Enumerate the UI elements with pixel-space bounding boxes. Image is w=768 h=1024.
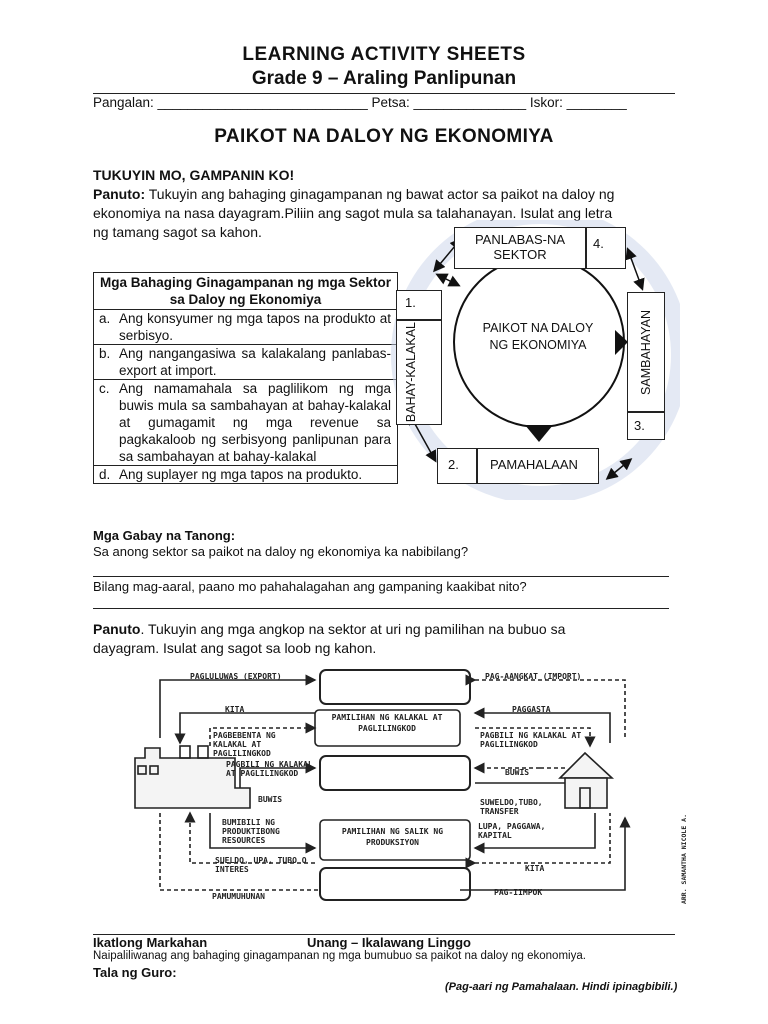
bahay-kalakal-box: BAHAY-KALAKAL bbox=[396, 320, 442, 425]
guide-question-1: Sa anong sektor sa paikot na daloy ng ek… bbox=[93, 544, 469, 559]
row-key: a. bbox=[99, 311, 111, 326]
row-text: Ang suplayer ng mga tapos na produkto. bbox=[119, 467, 363, 482]
answer-line-1[interactable] bbox=[93, 576, 669, 577]
panlabas-label: PANLABAS-NA SEKTOR bbox=[474, 232, 566, 262]
answer-box-2[interactable]: 2. bbox=[437, 448, 477, 484]
diagram-credit: ARR. SAMANTHA NICOLE A. bbox=[680, 814, 688, 905]
quarter-label: Ikatlong Markahan bbox=[93, 935, 208, 950]
panuto-text-3: ng tamang sagot sa kahon. bbox=[93, 224, 262, 240]
kita-right-label: KITA bbox=[525, 864, 545, 873]
ownership-note: (Pag-aari ng Pamahalaan. Hindi ipinagbib… bbox=[445, 981, 678, 993]
table-header: Mga Bahaging Ginagampanan ng mga Sektor … bbox=[94, 273, 397, 310]
buwis-left-label: BUWIS bbox=[258, 795, 283, 804]
table-row: a. Ang konsyumer ng mga tapos na produkt… bbox=[94, 310, 397, 345]
center-label: PAIKOT NA DALOY NG EKONOMIYA bbox=[482, 321, 594, 352]
table-row: c. Ang namamahala sa paglilikom ng mga b… bbox=[94, 380, 397, 466]
bahay-kalakal-label: BAHAY-KALAKAL bbox=[404, 322, 418, 423]
export-label: PAGLULUWAS (EXPORT) bbox=[190, 672, 282, 681]
number-label: 1. bbox=[405, 295, 416, 310]
table-row: b. Ang nangangasiwa sa kalakalang panlab… bbox=[94, 345, 397, 380]
week-label: Unang – Ikalawang Linggo bbox=[307, 935, 471, 950]
bumibili-label: BUMIBILI NG PRODUKTIBONG RESOURCES bbox=[222, 818, 280, 845]
panuto-text-1: Tukuyin ang bahaging ginagampanan ng baw… bbox=[145, 186, 615, 202]
pagiimpok-label: PAG-IIMPOK bbox=[494, 888, 543, 897]
panlabas-box: PANLABAS-NA SEKTOR bbox=[454, 227, 586, 269]
roles-table: Mga Bahaging Ginagampanan ng mga Sektor … bbox=[93, 272, 398, 484]
number-label: 2. bbox=[448, 457, 459, 472]
pagbili-left-label: PAGBILI NG KALAKAL AT PAGLILINGKOD bbox=[226, 760, 313, 778]
panuto-text-1: . Tukuyin ang mga angkop na sektor at ur… bbox=[140, 621, 566, 637]
student-fields: Pangalan: ____________________________ P… bbox=[93, 95, 627, 110]
answer-box-3[interactable]: 3. bbox=[627, 412, 665, 440]
competency-text: Naipaliliwanag ang bahaging ginagampanan… bbox=[93, 950, 586, 962]
number-label: 3. bbox=[634, 418, 645, 433]
section2-instructions: Panuto. Tukuyin ang mga angkop na sektor… bbox=[93, 620, 675, 658]
sheet-title: LEARNING ACTIVITY SHEETS bbox=[242, 44, 526, 65]
import-label: PAG-AANGKAT (IMPORT) bbox=[485, 672, 582, 681]
pamahalaan-label: PAMAHALAAN bbox=[490, 457, 578, 472]
lupa-label: LUPA, PAGGAWA, KAPITAL bbox=[478, 822, 546, 840]
row-key: c. bbox=[99, 381, 110, 396]
kita-left-label: KITA bbox=[225, 705, 245, 714]
panuto-label: Panuto: bbox=[93, 186, 146, 202]
sambahayan-box: SAMBAHAYAN bbox=[627, 292, 665, 412]
suweldo-right-label: SUWELDO,TUBO, TRANSFER bbox=[480, 798, 543, 816]
teacher-note-label: Tala ng Guro: bbox=[93, 965, 177, 980]
row-text: Ang nangangasiwa sa kalakalang panlabas-… bbox=[119, 346, 391, 378]
answer-box-4[interactable]: 4. bbox=[586, 227, 626, 269]
row-text: Ang konsyumer ng mga tapos na produkto a… bbox=[119, 311, 391, 343]
answer-box-1[interactable]: 1. bbox=[396, 290, 442, 320]
section1-instructions: Panuto: Tukuyin ang bahaging ginagampana… bbox=[93, 185, 673, 242]
row-key: b. bbox=[99, 346, 111, 361]
row-text: Ang namamahala sa paglilikom ng mga buwi… bbox=[119, 381, 391, 464]
answer-line-2[interactable] bbox=[93, 608, 669, 609]
sambahayan-label: SAMBAHAYAN bbox=[639, 309, 653, 395]
detailed-flow-diagram bbox=[134, 669, 631, 901]
footer-rule bbox=[93, 934, 675, 935]
market-goods-label: PAMILIHAN NG KALAKAL AT PAGLILINGKOD bbox=[331, 713, 443, 733]
grade-subject: Grade 9 – Araling Panlipunan bbox=[251, 68, 517, 89]
pamahalaan-box: PAMAHALAAN bbox=[477, 448, 599, 484]
guide-heading: Mga Gabay na Tanong: bbox=[93, 528, 236, 543]
section1-heading: TUKUYIN MO, GAMPANIN KO! bbox=[93, 167, 295, 183]
page-title: PAIKOT NA DALOY NG EKONOMIYA bbox=[214, 126, 554, 147]
panuto-label: Panuto bbox=[93, 621, 141, 637]
guide-question-2: Bilang mag-aaral, paano mo pahahalagahan… bbox=[93, 579, 527, 594]
row-key: d. bbox=[99, 467, 111, 482]
paggasta-label: PAGGASTA bbox=[512, 705, 551, 714]
market-factors-label: PAMILIHAN NG SALIK NG PRODUKSIYON bbox=[341, 827, 444, 847]
number-label: 4. bbox=[593, 236, 604, 251]
suweldo-left-label: SUELDO, UPA, TUBO O INTERES bbox=[215, 856, 307, 874]
buwis-right-label: BUWIS bbox=[505, 768, 530, 777]
pamumuhunan-label: PAMUMUHUNAN bbox=[212, 892, 265, 901]
header-rule bbox=[93, 93, 675, 94]
pagbili-right-label: PAGBILI NG KALAKAL AT PAGLILINGKOD bbox=[480, 731, 582, 749]
panuto-text-2: dayagram. Isulat ang sagot sa loob ng ka… bbox=[93, 640, 377, 656]
table-row: d. Ang suplayer ng mga tapos na produkto… bbox=[94, 466, 397, 483]
pagbebenta-label: PAGBEBENTA NG KALAKAL AT PAGLILINGKOD bbox=[213, 731, 276, 758]
panuto-text-2: ekonomiya na nasa dayagram.Piliin ang sa… bbox=[93, 205, 613, 221]
